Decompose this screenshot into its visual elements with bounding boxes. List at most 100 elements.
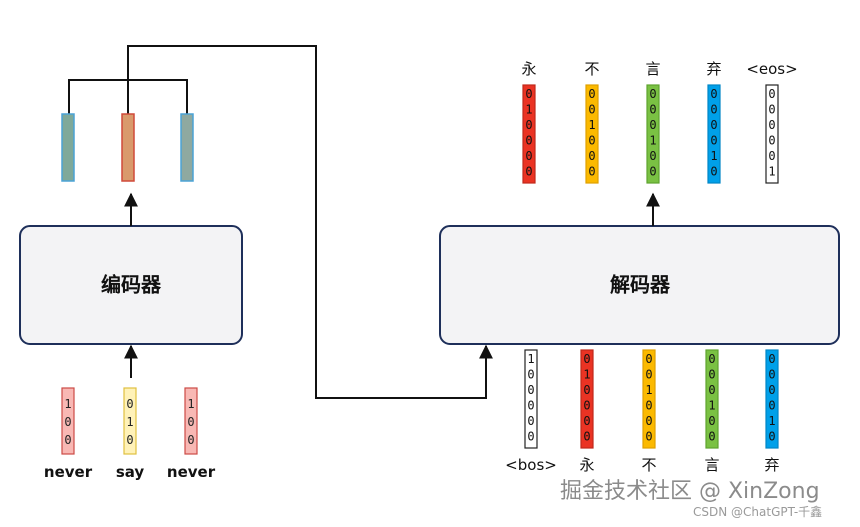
bit-value: 0 bbox=[710, 118, 717, 132]
bit-value: 0 bbox=[583, 430, 590, 444]
bit-value: 0 bbox=[768, 103, 775, 117]
bit-value: 1 bbox=[64, 397, 71, 411]
bit-value: 0 bbox=[710, 87, 717, 101]
bit-value: 0 bbox=[708, 383, 715, 397]
bit-value: 0 bbox=[527, 383, 534, 397]
one-hot-vector bbox=[524, 349, 538, 449]
one-hot-vector bbox=[61, 387, 75, 455]
one-hot-vector bbox=[522, 84, 536, 184]
encoder-hidden-state-2 bbox=[121, 113, 135, 182]
bit-value: 0 bbox=[588, 103, 595, 117]
bit-value: 0 bbox=[645, 368, 652, 382]
bit-value: 0 bbox=[645, 414, 652, 428]
bit-value: 0 bbox=[64, 433, 71, 447]
decoder-input-word: 弃 bbox=[764, 456, 779, 474]
encoder-input-word: never bbox=[44, 463, 93, 481]
bit-value: 0 bbox=[768, 368, 775, 382]
decoder-output-word: 不 bbox=[584, 60, 599, 78]
context-vector-arrow bbox=[127, 45, 493, 399]
bit-value: 0 bbox=[525, 87, 532, 101]
hidden-state-connectors bbox=[68, 79, 188, 114]
bit-value: 0 bbox=[583, 414, 590, 428]
bit-value: 0 bbox=[768, 118, 775, 132]
bit-value: 0 bbox=[768, 149, 775, 163]
bit-value: 1 bbox=[710, 149, 717, 163]
bit-value: 0 bbox=[645, 399, 652, 413]
bit-value: 0 bbox=[710, 165, 717, 179]
decoder-input-word: 言 bbox=[704, 456, 719, 474]
bit-value: 1 bbox=[187, 397, 194, 411]
one-hot-vector bbox=[123, 387, 137, 455]
bit-value: 0 bbox=[708, 352, 715, 366]
bit-value: 1 bbox=[583, 368, 590, 382]
bit-value: 0 bbox=[645, 352, 652, 366]
bit-value: 0 bbox=[187, 415, 194, 429]
bit-value: 1 bbox=[708, 399, 715, 413]
bit-value: 0 bbox=[649, 103, 656, 117]
encoder-hidden-state-3 bbox=[180, 113, 194, 182]
bit-value: 0 bbox=[583, 352, 590, 366]
bit-value: 0 bbox=[649, 118, 656, 132]
one-hot-vector bbox=[646, 84, 660, 184]
bit-value: 0 bbox=[527, 430, 534, 444]
decoder-output-word: 弃 bbox=[706, 60, 721, 78]
bit-value: 1 bbox=[527, 352, 534, 366]
bit-value: 0 bbox=[583, 399, 590, 413]
bit-value: 1 bbox=[126, 415, 133, 429]
bit-value: 0 bbox=[588, 149, 595, 163]
encoder-label: 编码器 bbox=[101, 273, 162, 297]
bit-value: 1 bbox=[525, 103, 532, 117]
one-hot-vector bbox=[580, 349, 594, 449]
bit-value: 0 bbox=[525, 165, 532, 179]
bit-value: 0 bbox=[768, 134, 775, 148]
bit-value: 0 bbox=[768, 383, 775, 397]
bit-value: 0 bbox=[708, 368, 715, 382]
bit-value: 0 bbox=[525, 134, 532, 148]
bit-value: 0 bbox=[525, 149, 532, 163]
bit-value: 0 bbox=[588, 134, 595, 148]
bit-value: 0 bbox=[527, 399, 534, 413]
bit-value: 0 bbox=[649, 87, 656, 101]
bit-value: 0 bbox=[588, 165, 595, 179]
decoder-input-word: 不 bbox=[641, 456, 656, 474]
bit-value: 0 bbox=[64, 415, 71, 429]
encoder-hidden-state-1 bbox=[61, 113, 75, 182]
bit-value: 0 bbox=[649, 165, 656, 179]
bit-value: 0 bbox=[710, 134, 717, 148]
one-hot-vector bbox=[585, 84, 599, 184]
bit-value: 0 bbox=[708, 430, 715, 444]
bit-value: 1 bbox=[768, 165, 775, 179]
one-hot-vector bbox=[642, 349, 656, 449]
decoder-output-word: 永 bbox=[521, 60, 536, 78]
decoder-box bbox=[439, 225, 840, 345]
bit-value: 0 bbox=[710, 103, 717, 117]
watermark-main: 掘金技术社区 @ XinZong bbox=[560, 479, 820, 504]
encoder-input-token: 0 1 0 say bbox=[116, 387, 145, 481]
one-hot-vector bbox=[184, 387, 198, 455]
bit-value: 0 bbox=[768, 430, 775, 444]
bit-value: 0 bbox=[645, 430, 652, 444]
bit-value: 0 bbox=[588, 87, 595, 101]
bit-value: 0 bbox=[527, 368, 534, 382]
encoder-input-token: 1 0 0 never bbox=[44, 387, 93, 481]
one-hot-vector bbox=[707, 84, 721, 184]
bit-value: 1 bbox=[768, 414, 775, 428]
bit-value: 0 bbox=[126, 433, 133, 447]
decoder-input-word: 永 bbox=[579, 456, 594, 474]
bit-value: 0 bbox=[527, 414, 534, 428]
encoder-input-word: say bbox=[116, 463, 145, 481]
bit-value: 0 bbox=[126, 397, 133, 411]
